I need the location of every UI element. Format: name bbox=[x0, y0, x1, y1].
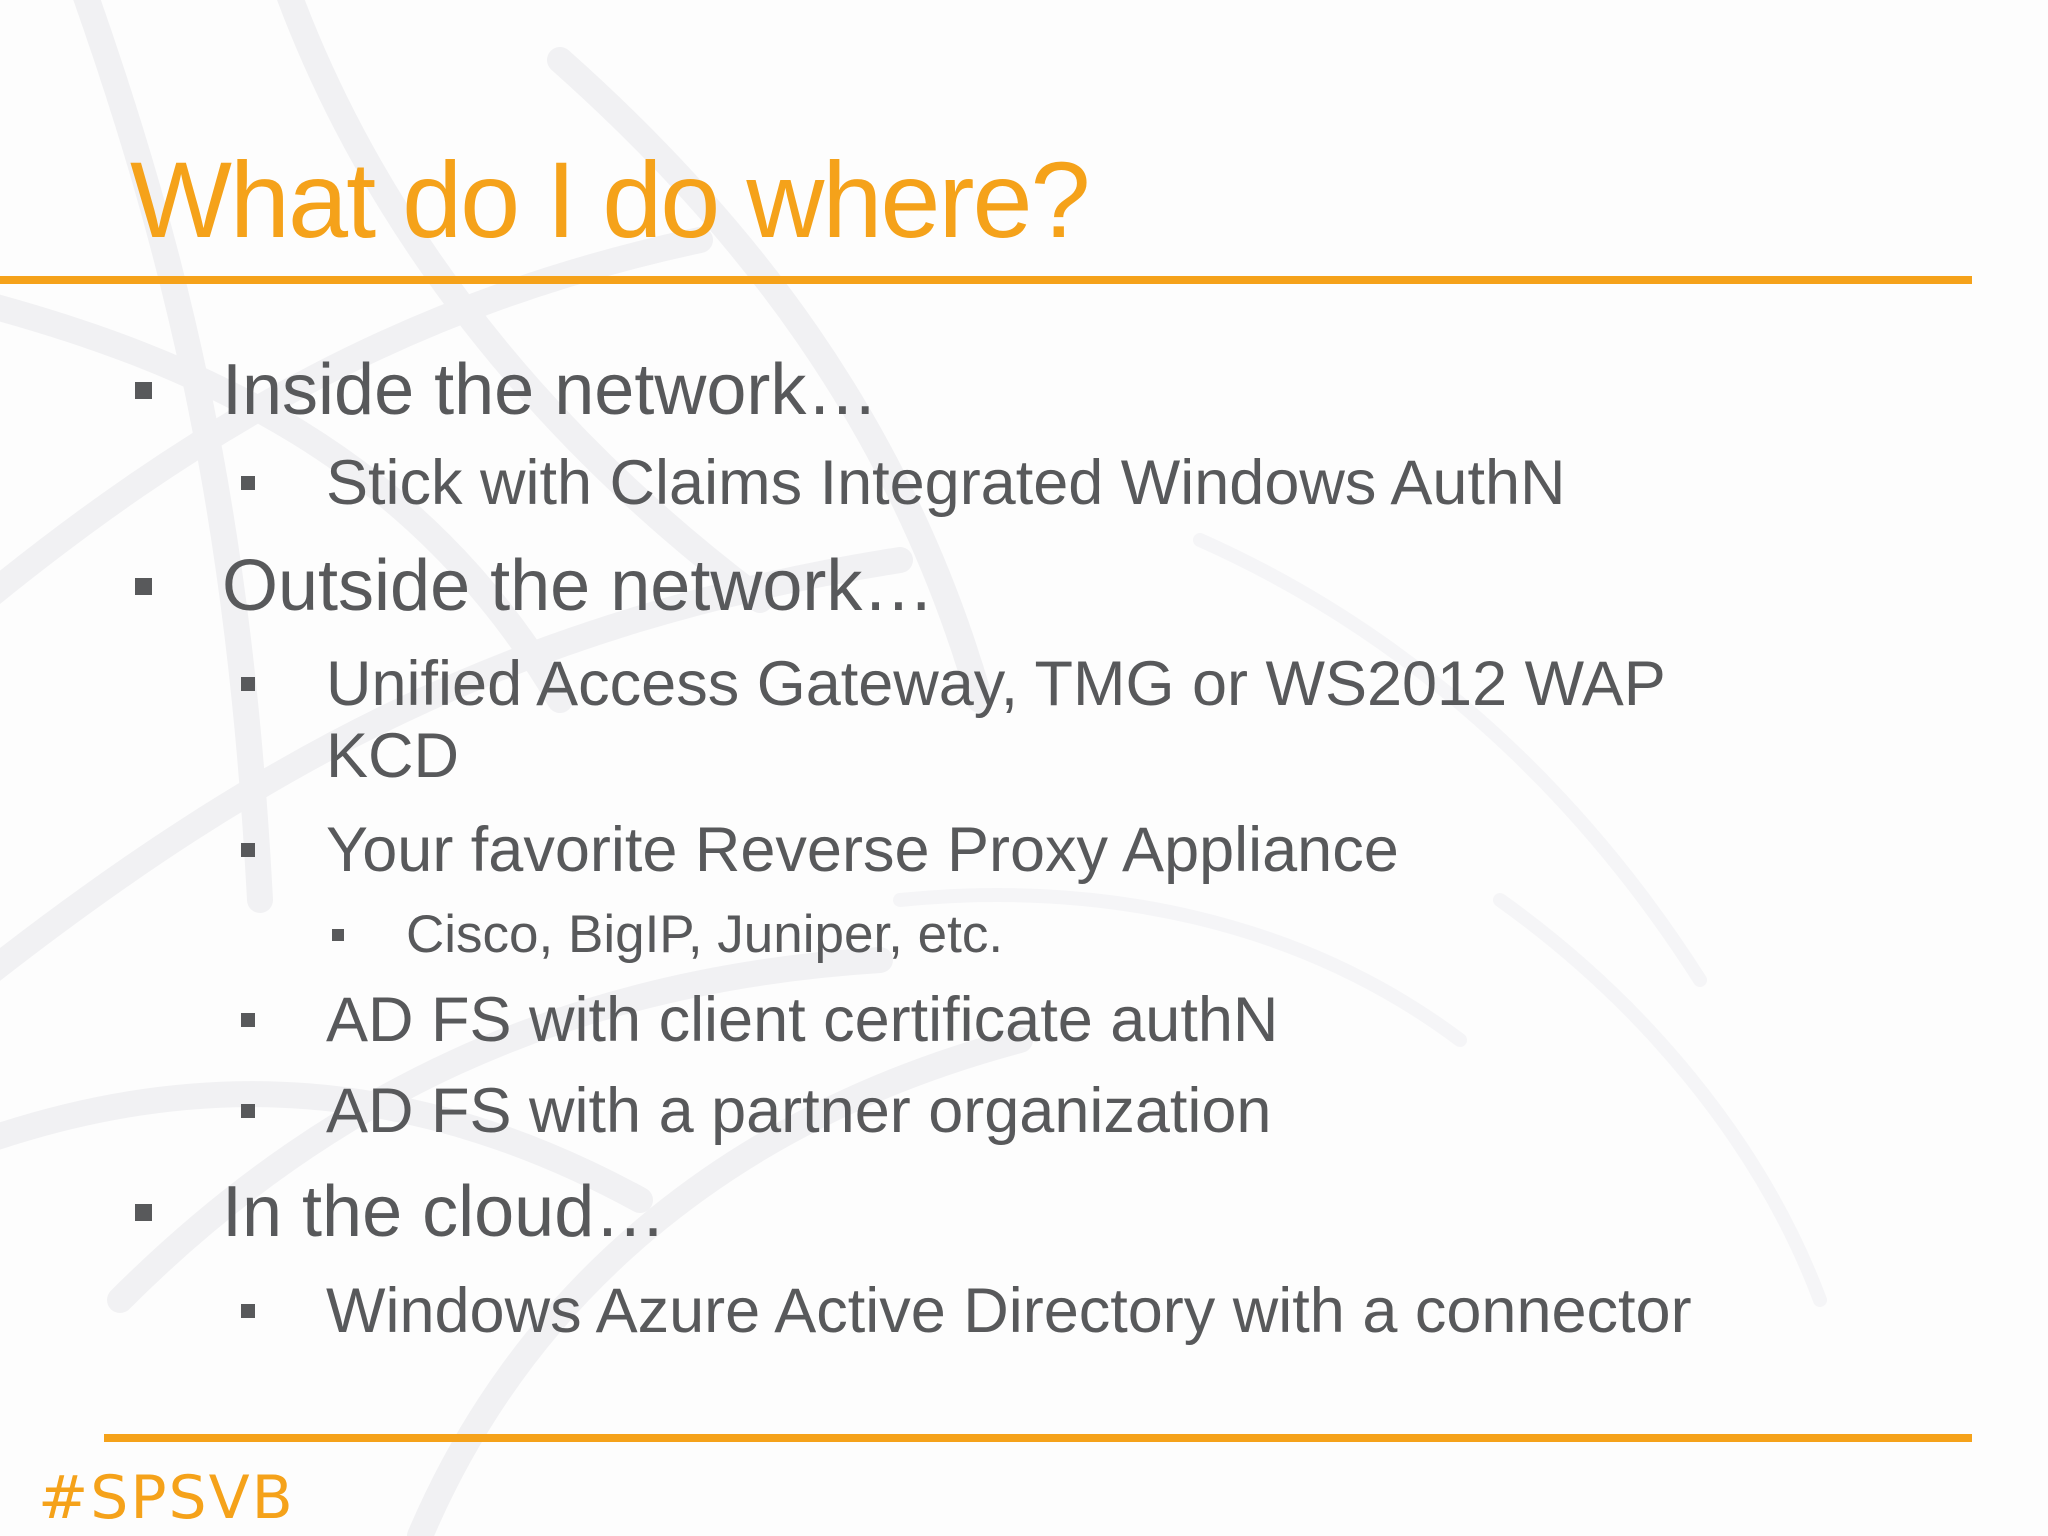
square-bullet-icon bbox=[332, 929, 344, 941]
slide-title: What do I do where? bbox=[130, 139, 1091, 260]
bullet-reverse-proxy: Your favorite Reverse Proxy Appliance bbox=[241, 814, 1399, 886]
square-bullet-icon bbox=[241, 1013, 255, 1027]
bullet-text: Cisco, BigIP, Juniper, etc. bbox=[406, 905, 1004, 964]
bullet-claims-windows-authn: Stick with Claims Integrated Windows Aut… bbox=[241, 447, 1566, 519]
square-bullet-icon bbox=[241, 1304, 255, 1318]
square-bullet-icon bbox=[241, 677, 255, 691]
bullet-text: AD FS with client certificate authN bbox=[326, 985, 1279, 1055]
bullet-uag-tmg-wap-continuation: KCD bbox=[326, 720, 459, 792]
bullet-in-cloud: In the cloud… bbox=[135, 1170, 667, 1254]
event-hashtag: #SPSVB bbox=[38, 1463, 295, 1533]
bullet-inside-network: Inside the network… bbox=[135, 348, 879, 432]
bullet-azure-ad-connector: Windows Azure Active Directory with a co… bbox=[241, 1275, 1692, 1347]
square-bullet-icon bbox=[241, 476, 255, 490]
bullet-text: In the cloud… bbox=[222, 1172, 667, 1252]
bullet-vendor-examples: Cisco, BigIP, Juniper, etc. bbox=[332, 904, 1004, 966]
square-bullet-icon bbox=[241, 1104, 255, 1118]
square-bullet-icon bbox=[241, 843, 255, 857]
square-bullet-icon bbox=[135, 382, 152, 399]
bullet-text: Unified Access Gateway, TMG or WS2012 WA… bbox=[326, 649, 1666, 719]
bullet-uag-tmg-wap: Unified Access Gateway, TMG or WS2012 WA… bbox=[241, 648, 1666, 720]
footer-divider bbox=[104, 1434, 1972, 1442]
square-bullet-icon bbox=[135, 578, 152, 595]
bullet-adfs-client-cert: AD FS with client certificate authN bbox=[241, 984, 1279, 1056]
bullet-text: Inside the network… bbox=[222, 350, 879, 430]
bullet-text: Your favorite Reverse Proxy Appliance bbox=[326, 815, 1399, 885]
bullet-text: Stick with Claims Integrated Windows Aut… bbox=[326, 448, 1566, 518]
bullet-text: Windows Azure Active Directory with a co… bbox=[326, 1276, 1692, 1346]
bullet-outside-network: Outside the network… bbox=[135, 544, 935, 628]
bullet-text: AD FS with a partner organization bbox=[326, 1076, 1272, 1146]
bullet-adfs-partner: AD FS with a partner organization bbox=[241, 1075, 1272, 1147]
bullet-text-continuation: KCD bbox=[326, 721, 460, 791]
title-divider bbox=[0, 276, 1972, 284]
square-bullet-icon bbox=[135, 1204, 152, 1221]
bullet-text: Outside the network… bbox=[222, 546, 935, 626]
